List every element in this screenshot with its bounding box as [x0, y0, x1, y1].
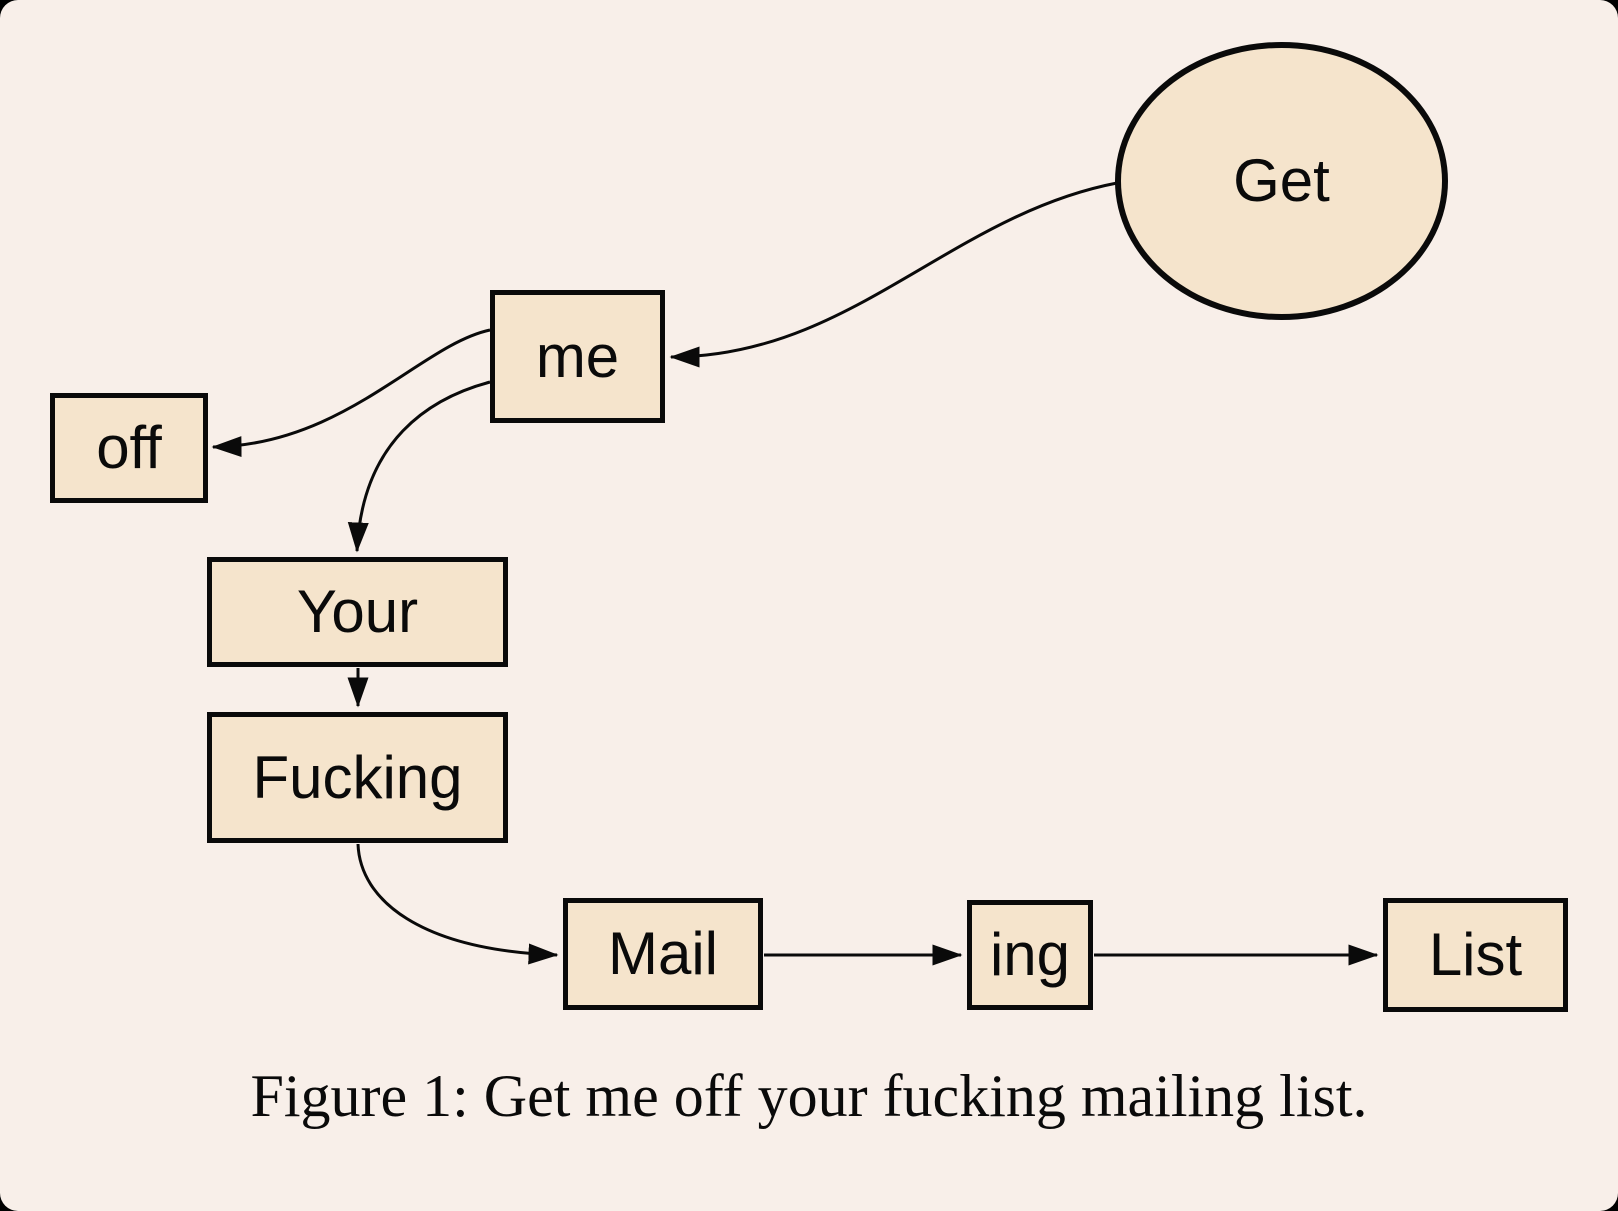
- node-me: me: [490, 290, 665, 423]
- figure-caption: Figure 1: Get me off your fucking mailin…: [250, 1063, 1368, 1129]
- node-get: Get: [1115, 42, 1448, 320]
- node-mail-label: Mail: [607, 920, 718, 987]
- node-off: off: [50, 393, 208, 503]
- node-your: Your: [207, 557, 508, 667]
- node-get-label: Get: [1233, 147, 1330, 214]
- node-me-label: me: [535, 322, 620, 390]
- node-fucking: Fucking: [207, 712, 508, 843]
- node-mail: Mail: [563, 898, 763, 1010]
- node-ing-label: ing: [989, 921, 1071, 988]
- node-list: List: [1383, 898, 1568, 1012]
- edge-me-your: [347, 380, 491, 553]
- node-fucking-label: Fucking: [252, 743, 463, 811]
- edge-fucking-mail: [356, 843, 559, 965]
- edge-me-off: [211, 328, 491, 458]
- node-your-label: Your: [296, 578, 419, 645]
- edge-get-me: [669, 181, 1118, 368]
- node-off-label: off: [96, 414, 162, 481]
- node-ing: ing: [967, 900, 1093, 1010]
- node-list-label: List: [1428, 921, 1523, 988]
